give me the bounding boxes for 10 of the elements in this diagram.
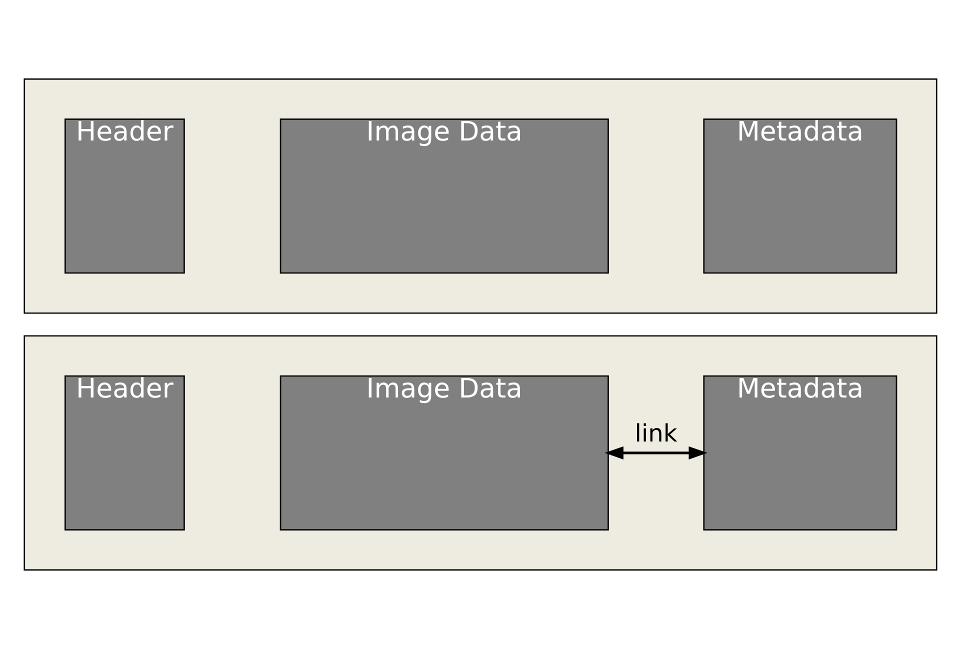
node-box: Metadata bbox=[703, 375, 898, 530]
node-box: Image Data bbox=[280, 375, 609, 530]
node-box: Metadata bbox=[703, 118, 898, 274]
node-box: Header bbox=[64, 375, 185, 530]
cluster bbox=[24, 335, 938, 571]
cluster bbox=[24, 78, 938, 314]
node-box: Header bbox=[64, 118, 185, 274]
node-box: Image Data bbox=[280, 118, 609, 274]
arrow bbox=[604, 446, 708, 460]
edge-label: link bbox=[634, 419, 678, 448]
